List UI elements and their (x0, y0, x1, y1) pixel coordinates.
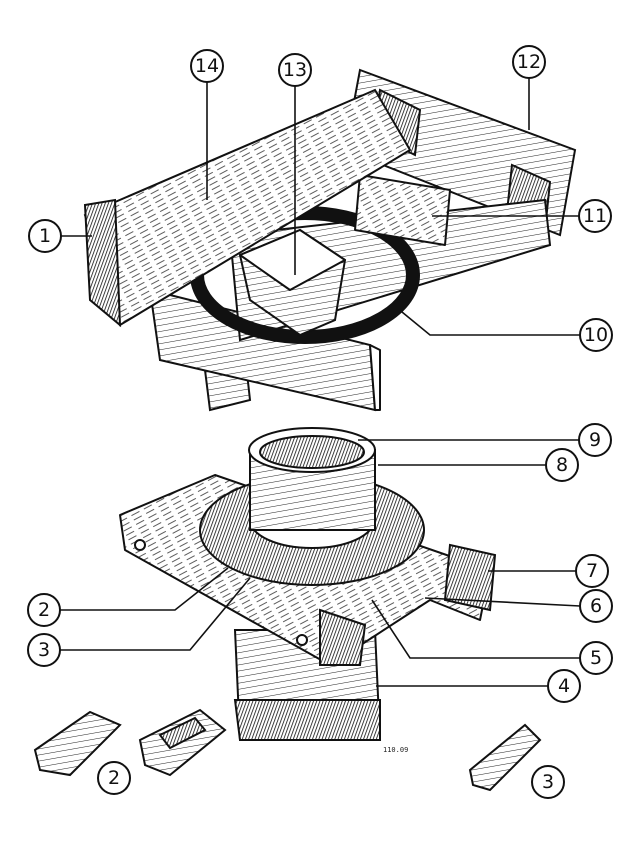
callout-label: 12 (517, 51, 541, 73)
callout-circle (578, 423, 612, 457)
crosstree-end-7 (443, 543, 497, 612)
sleeve-opening (259, 435, 365, 469)
upper-frame-illustration (83, 68, 577, 412)
callout-circle (578, 199, 612, 233)
callout-6: 6 (579, 589, 613, 623)
callout-circle (28, 219, 62, 253)
callout-circle (547, 669, 581, 703)
callout-label: 14 (195, 55, 219, 77)
callout-5: 5 (579, 641, 613, 675)
leader-lines (60, 78, 581, 687)
callout-circle (579, 318, 613, 352)
callout-3-loose: 3 (531, 765, 565, 799)
callout-8: 8 (545, 448, 579, 482)
roller-part-2b-groove (158, 716, 207, 750)
callout-circle (579, 589, 613, 623)
callout-label: 8 (556, 454, 568, 476)
callout-label: 1 (39, 225, 51, 247)
lower-assembly-illustration (119, 427, 497, 741)
callout-label: 10 (584, 324, 608, 346)
callout-circle (27, 633, 61, 667)
callout-13: 13 (278, 53, 312, 87)
callout-circle (278, 53, 312, 87)
callout-circle (190, 49, 224, 83)
callout-label: 7 (586, 560, 598, 582)
leader-line (401, 311, 580, 336)
bolt (134, 539, 146, 551)
callout-circle (531, 765, 565, 799)
callout-label: 5 (590, 647, 602, 669)
callout-label: 9 (589, 429, 601, 451)
callout-14: 14 (190, 49, 224, 83)
callout-10: 10 (579, 318, 613, 352)
callout-circle (97, 761, 131, 795)
callout-label: 13 (283, 59, 307, 81)
callout-circle (575, 554, 609, 588)
callout-12: 12 (512, 45, 546, 79)
callout-2-loose: 2 (97, 761, 131, 795)
callout-label: 2 (38, 599, 50, 621)
callout-7: 7 (575, 554, 609, 588)
callout-circle (545, 448, 579, 482)
callout-label: 2 (108, 767, 120, 789)
bolt (296, 634, 308, 646)
callout-label: 4 (558, 675, 570, 697)
callout-circle (579, 641, 613, 675)
callout-label: 3 (542, 771, 554, 793)
loose-parts-illustration (33, 708, 542, 792)
callout-9: 9 (578, 423, 612, 457)
callout-2: 2 (27, 593, 61, 627)
crosstree-end (319, 608, 367, 666)
square-block-11 (354, 174, 451, 246)
block-part-3 (468, 723, 542, 792)
artist-signature: 110.09 (383, 746, 408, 754)
square-block-13-top (239, 229, 346, 291)
callout-circle (512, 45, 546, 79)
callout-circle (27, 593, 61, 627)
leader-line (60, 567, 229, 611)
leader-line (60, 577, 251, 651)
leader-line (424, 597, 581, 607)
callout-1: 1 (28, 219, 62, 253)
callout-label: 11 (583, 205, 607, 227)
callout-label: 6 (590, 595, 602, 617)
leader-line (371, 599, 580, 659)
callout-4: 4 (547, 669, 581, 703)
callout-label: 3 (38, 639, 50, 661)
roller-part-2 (33, 710, 122, 777)
callout-3: 3 (27, 633, 61, 667)
callout-11: 11 (578, 199, 612, 233)
lower-cross-beam-side (369, 344, 381, 411)
beam-end-1 (83, 198, 122, 328)
post-base (233, 699, 381, 741)
